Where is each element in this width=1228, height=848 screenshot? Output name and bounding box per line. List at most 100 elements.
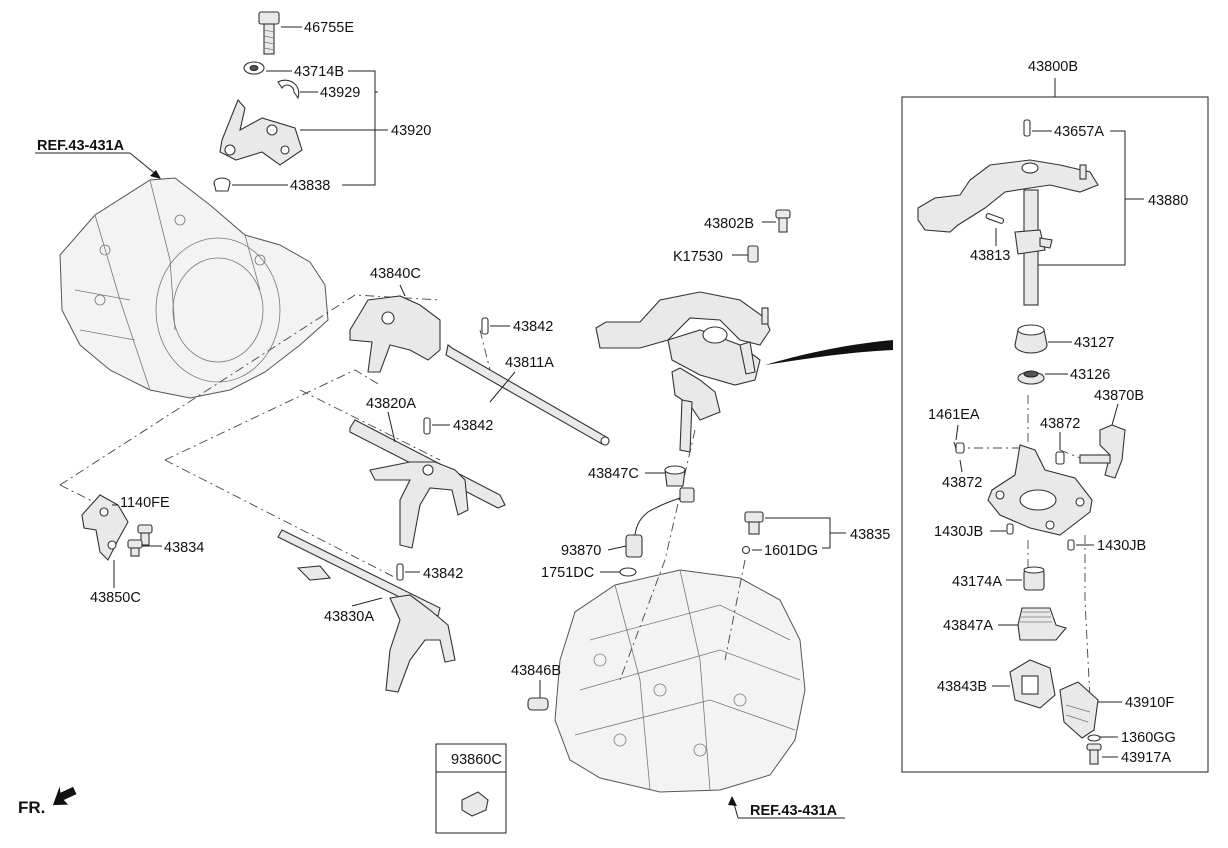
bolt-43802B [775,209,791,233]
label-1751DC: 1751DC [541,565,594,581]
shift-fork-43820A [349,419,506,549]
pin-43813 [985,213,1005,224]
label-43842-a: 43842 [513,319,553,335]
label-43820A: 43820A [366,396,416,412]
label-43657A: 43657A [1054,124,1104,140]
label-93860C: 93860C [451,752,502,768]
leaders-center [539,221,846,698]
washer-1601DG [741,545,751,555]
cover-plate [987,444,1093,536]
bolt-43834 [127,539,143,557]
bracket-43850C [81,494,129,561]
label-ref-left: REF.43-431A [37,138,125,154]
shift-rail-43811A [445,344,610,446]
washer-1360GG [1087,734,1101,742]
bushing-43838 [213,177,231,192]
bolt-1140FE [137,524,153,546]
label-43846B: 43846B [511,663,561,679]
leaders-bracket [112,504,162,588]
label-43830A: 43830A [324,609,374,625]
sensor-93870 [625,487,695,558]
label-43842-c: 43842 [423,566,463,582]
label-1430JB-b: 1430JB [1097,538,1146,554]
part-labels: 46755E 43714B 43929 43920 43838 REF.43-4… [18,20,1188,819]
label-43813: 43813 [970,248,1010,264]
front-direction-arrow [52,786,77,806]
label-1140FE: 1140FE [120,495,170,511]
left-transmission-housing [59,177,329,399]
leaders-top-left [232,26,388,186]
pin-43842-a [481,317,489,335]
plug-K17530 [747,245,759,263]
label-K17530: K17530 [673,249,723,265]
detail-panel-43800B [901,78,1209,773]
pin-43842-c [396,563,404,581]
main-transmission-housing [554,569,806,793]
label-1360GG: 1360GG [1121,730,1176,746]
label-43847C: 43847C [588,466,639,482]
label-43811A: 43811A [505,355,554,371]
label-1430JB-a: 1430JB [934,524,983,540]
plug-43835 [744,511,764,535]
seal-43126 [1017,370,1045,385]
label-46755E: 46755E [304,20,354,36]
lever-43870B [1079,424,1126,479]
ref-bottom-callout [728,796,845,819]
bolt-46755E [258,11,280,55]
label-43870B: 43870B [1094,388,1144,404]
label-43880: 43880 [1148,193,1188,209]
assembly-dashed-lines [59,294,1091,701]
oring-1751DC [619,567,637,577]
label-1601DG: 1601DG [764,543,818,559]
label-43872-a: 43872 [1040,416,1080,432]
leaders-panel [955,130,1144,758]
label-43174A: 43174A [952,574,1002,590]
clip-43929 [277,79,300,100]
label-43929: 43929 [320,85,360,101]
label-43840C: 43840C [370,266,421,282]
control-lever-assembly [595,291,771,453]
bracket-43910F [1059,681,1099,739]
label-93870: 93870 [561,543,601,559]
label-ref-bottom: REF.43-431A [750,803,838,819]
label-43917A: 43917A [1121,750,1171,766]
label-43850C: 43850C [90,590,141,606]
box-93860C [435,743,507,834]
label-43847A: 43847A [943,618,993,634]
bracket-43920 [219,98,303,166]
detail-pointer-wedge [765,340,893,365]
pin-43842-b [423,417,431,435]
pin-43657A [1023,119,1031,137]
bushing-1430JB-a [1006,523,1014,535]
label-43834: 43834 [164,540,204,556]
label-43910F: 43910F [1125,695,1174,711]
label-1461EA: 1461EA [928,407,980,423]
label-43843B: 43843B [937,679,987,695]
leaders-forks [351,284,516,607]
bushing-1430JB-b [1067,539,1075,551]
label-43872-b: 43872 [942,475,982,491]
bushing-43872-b [1055,451,1065,465]
label-43714B: 43714B [294,64,344,80]
shift-fork-43830A [277,529,456,693]
label-43802B: 43802B [704,216,754,232]
label-43127: 43127 [1074,335,1114,351]
label-43835: 43835 [850,527,890,543]
label-43842-b: 43842 [453,418,493,434]
bushing-43714B [243,61,265,75]
label-43838: 43838 [290,178,330,194]
label-fr: FR. [18,798,45,817]
label-43920: 43920 [391,123,431,139]
bushing-43872-a [955,442,965,454]
bolt-43917A [1086,743,1102,765]
sleeve-43174A [1023,566,1045,591]
shift-lever-43880 [917,159,1099,306]
ref-left-callout [35,152,161,179]
plug-43846B [527,697,549,711]
label-43800B: 43800B [1028,59,1078,75]
bracket-43843B [1009,659,1056,709]
spring-43847A [1017,607,1067,641]
bushing-43847C [664,465,686,487]
shift-lug-43840C [349,295,441,373]
